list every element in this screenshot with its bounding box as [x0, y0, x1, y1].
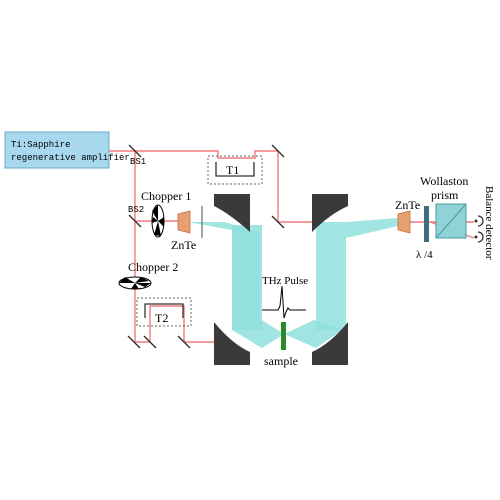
corner-mirror-bottom-left [127, 335, 141, 349]
t1-label: T1 [226, 163, 239, 177]
corner-mirror-top-right [271, 144, 285, 158]
delay-stage-t2-box [136, 297, 192, 327]
corner-mirror-right-down [271, 215, 285, 229]
t2-exit-mirror [177, 335, 191, 349]
sample-plate [281, 322, 286, 350]
znte-emitter-left [177, 210, 191, 234]
sample-label: sample [264, 354, 298, 368]
znte-left-label: ZnTe [171, 238, 196, 252]
wollaston-prism [435, 203, 467, 239]
quarter-wave-plate-label: λ /4 [416, 249, 433, 261]
laser-box [4, 131, 110, 169]
t2-entry-mirror [143, 335, 157, 349]
delay-stage-t1-retroreflector [215, 162, 255, 177]
thz-beam-to-znte [346, 218, 398, 238]
bs2-label: BS2 [128, 205, 144, 215]
quarter-wave-plate [424, 206, 429, 242]
balance-detector-label: Balance detector [483, 186, 495, 260]
laser-label-line1: Ti:Sapphire [11, 140, 70, 150]
parabolic-mirror-top-right [312, 194, 348, 232]
t2-label: T2 [155, 311, 168, 325]
delay-stage-t1-box [207, 155, 263, 185]
chopper-2-icon [118, 276, 152, 290]
parabolic-mirror-bottom-left [214, 322, 250, 365]
bs2-mirror [128, 214, 142, 228]
bs1-label: BS1 [130, 157, 146, 167]
chopper-2-label: Chopper 2 [128, 260, 178, 274]
laser-label-line2: regenerative amplifier [11, 153, 130, 163]
thz-beam-right-vertical [316, 222, 346, 330]
parabolic-mirror-bottom-right [312, 322, 348, 365]
thz-beam-left-vertical [232, 225, 262, 330]
znte-detector-right [397, 210, 411, 234]
znte-right-label: ZnTe [395, 198, 420, 212]
wollaston-label-line2: prism [431, 188, 459, 202]
chopper-1-label: Chopper 1 [141, 189, 191, 203]
parabolic-mirror-top-left [214, 194, 250, 232]
wollaston-label-line1: Wollaston [420, 174, 468, 188]
photodiode-bottom-icon [474, 231, 484, 243]
delay-stage-t2-retroreflector [144, 303, 184, 318]
photodiode-top-icon [474, 215, 484, 227]
bs1-mirror [128, 144, 142, 158]
thz-pulse-waveform [262, 285, 306, 319]
chopper-1-icon [151, 204, 165, 238]
thz-beam-to-sample [232, 320, 284, 348]
thz-pulse-label: THz Pulse [262, 275, 308, 287]
